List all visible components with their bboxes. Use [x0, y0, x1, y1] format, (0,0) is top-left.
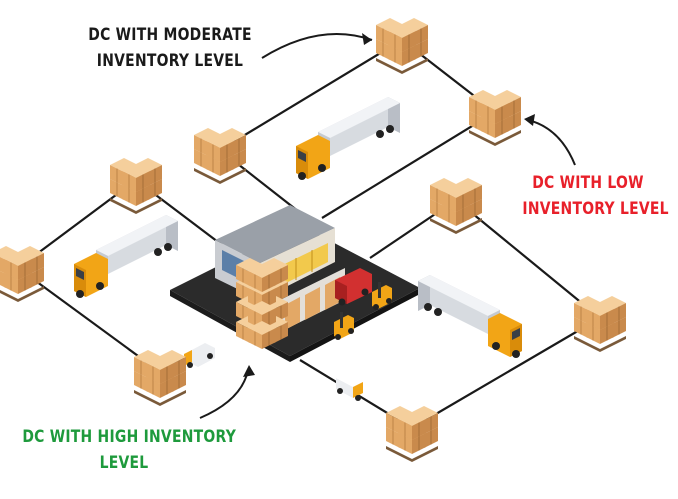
label-high-line1: DC WITH HIGH INVENTORY: [22, 427, 237, 447]
label-low-line2: INVENTORY LEVEL: [522, 199, 669, 219]
arrow-high-icon: [199, 365, 255, 419]
forklift-icon: [372, 282, 392, 310]
pallet-node: [0, 246, 44, 302]
pallet-node: [430, 178, 482, 234]
pallet-node-moderate: [376, 18, 428, 74]
red-truck: [335, 268, 372, 306]
label-moderate-line2: INVENTORY LEVEL: [96, 51, 244, 71]
high-inventory-stack: [235, 257, 289, 350]
label-moderate-inventory: DC WITH MODERATE INVENTORY LEVEL: [88, 22, 252, 74]
small-van: [184, 343, 215, 368]
label-low-line1: DC WITH LOW: [532, 173, 644, 193]
label-high-line2: LEVEL: [99, 453, 149, 473]
pallet-node: [386, 406, 438, 462]
truck-top: [296, 97, 400, 180]
distribution-center-lot: [170, 225, 420, 356]
pallet-node: [194, 128, 246, 184]
label-high-inventory: DC WITH HIGH INVENTORY LEVEL: [22, 424, 237, 476]
forklift-icon: [334, 312, 354, 340]
pallet-node-low: [469, 90, 521, 146]
pallet-node: [134, 350, 186, 406]
arrow-moderate-icon: [261, 33, 373, 59]
label-low-inventory: DC WITH LOW INVENTORY LEVEL: [522, 170, 669, 222]
small-van: [336, 373, 363, 401]
pallet-node: [110, 158, 162, 214]
truck-left: [74, 215, 178, 298]
label-moderate-line1: DC WITH MODERATE: [88, 25, 252, 45]
truck-right: [418, 275, 522, 358]
pallet-node: [574, 296, 626, 352]
arrow-low-icon: [524, 114, 576, 166]
